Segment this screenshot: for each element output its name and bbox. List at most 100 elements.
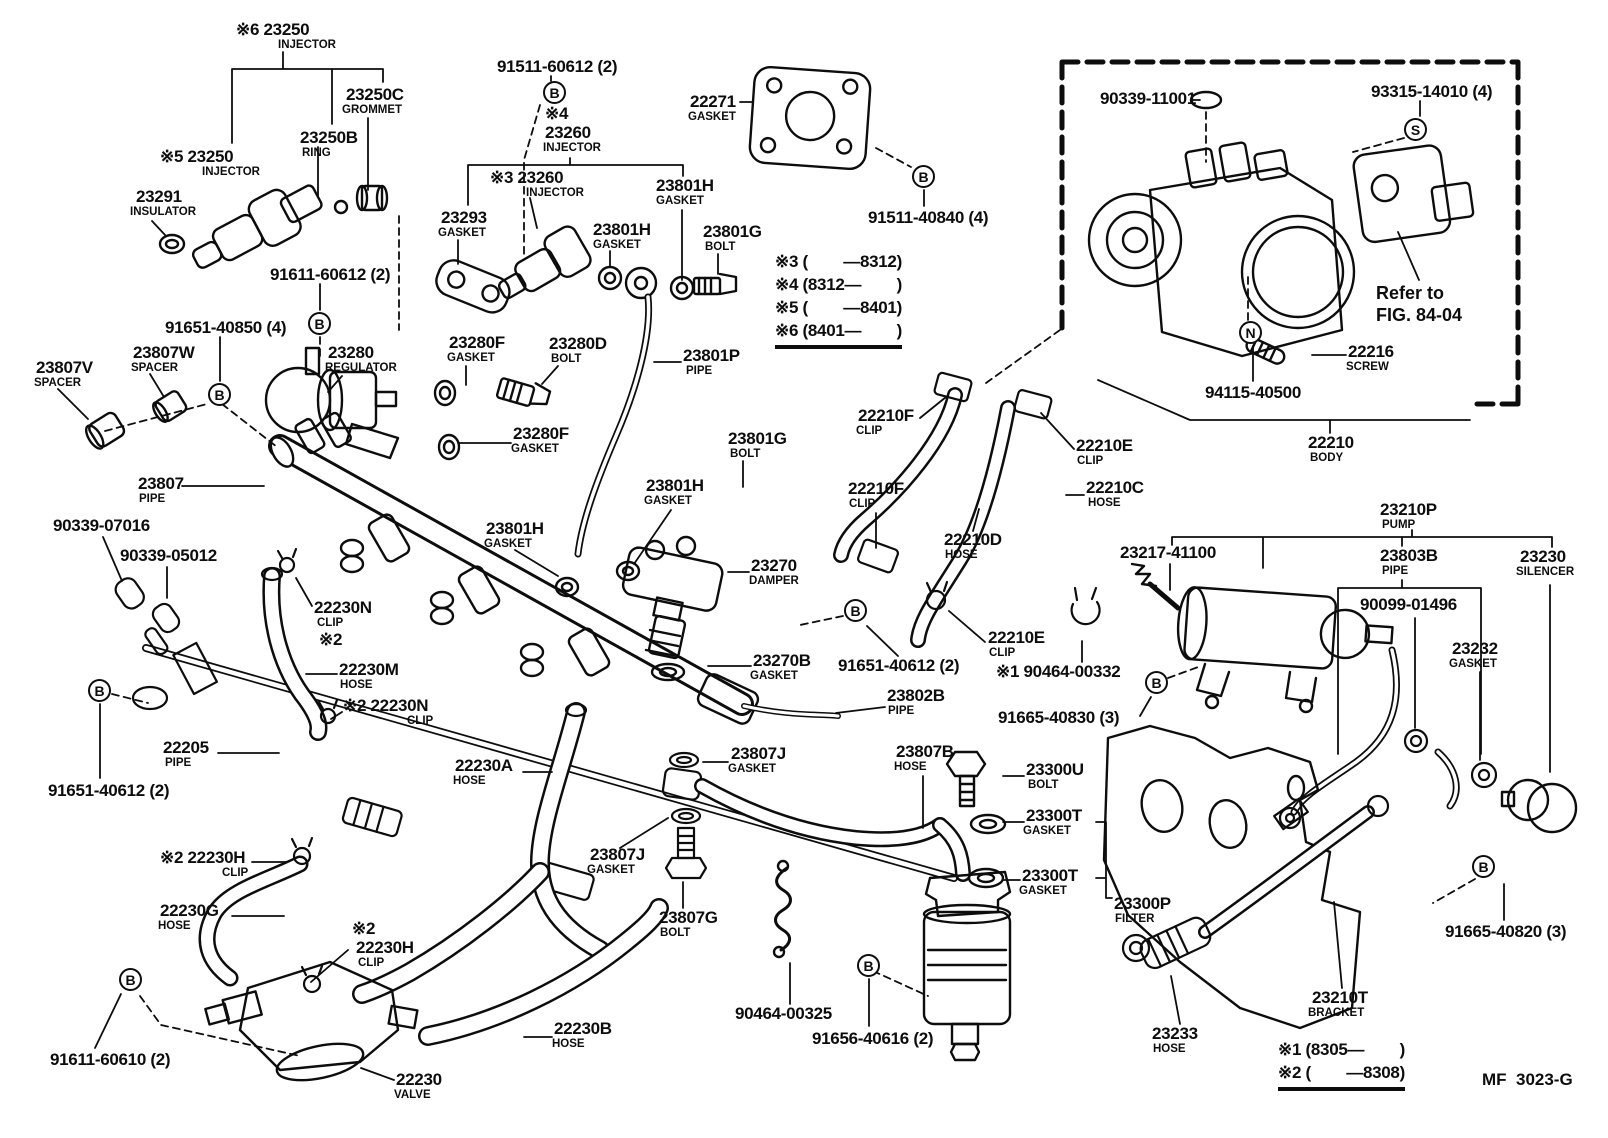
- part-number: 90339-07016: [53, 516, 150, 535]
- part-name: SPACER: [131, 362, 179, 374]
- part-number: 22230M: [339, 660, 399, 679]
- part-number: 23801G: [703, 222, 762, 241]
- gasket-22271: [748, 65, 872, 171]
- part-name: GROMMET: [342, 104, 403, 116]
- part-number: 90099-01496: [1360, 595, 1457, 614]
- callout-b-5: B: [844, 599, 867, 622]
- part-name: BOLT: [660, 927, 691, 939]
- part-number: 23807B: [896, 742, 954, 761]
- part-name: GASKET: [750, 670, 798, 682]
- part-number: 90339-05012: [120, 546, 217, 565]
- part-name: INSULATOR: [130, 206, 197, 218]
- part-label-91665-40830-3: 91665-40830 (3): [998, 708, 1120, 727]
- valve-22230: [204, 960, 419, 1082]
- part-label-90339-07016: 90339-07016: [53, 516, 150, 535]
- part-number: 23230: [1520, 547, 1566, 566]
- part-name: GASKET: [656, 195, 704, 207]
- part-number: 23803B: [1380, 546, 1438, 565]
- part-number: ※2 22230N: [343, 696, 429, 715]
- reference-note: Refer to FIG. 84-04: [1376, 283, 1463, 325]
- callout-b-7: B: [1145, 671, 1168, 694]
- part-number: 91665-40830 (3): [998, 708, 1120, 727]
- part-name: GASKET: [593, 239, 641, 251]
- injector-23260: [435, 225, 738, 314]
- clips-22210: [857, 371, 1101, 626]
- part-number: 23232: [1452, 639, 1498, 658]
- part-number: 23801H: [646, 476, 704, 495]
- part-name: RING: [302, 147, 331, 159]
- part-name: HOSE: [552, 1038, 585, 1050]
- part-number: 23807: [138, 474, 184, 493]
- part-number: 22230B: [554, 1019, 612, 1038]
- callout-s-11: S: [1404, 118, 1427, 141]
- part-number: 23807V: [36, 358, 93, 377]
- pipe-23801p: [574, 293, 653, 558]
- part-number: 22230A: [455, 756, 513, 775]
- part-number: ※5 23250: [160, 147, 234, 166]
- part-name: BOLT: [730, 448, 761, 460]
- part-number: 91665-40820 (3): [1445, 922, 1567, 941]
- part-name: INJECTOR: [278, 39, 336, 51]
- part-label-94115-40500: 94115-40500: [1205, 383, 1301, 402]
- part-name: CLIP: [1077, 455, 1104, 467]
- part-number: 91611-60612 (2): [270, 265, 391, 284]
- callout-b-2: B: [308, 312, 331, 335]
- part-number: 23807G: [659, 908, 718, 927]
- part-number: 23291: [136, 187, 182, 206]
- pipe-23802b: [741, 703, 841, 719]
- part-name: GASKET: [511, 443, 559, 455]
- part-number: ※2: [352, 919, 376, 938]
- hose-22210d: [833, 387, 963, 563]
- part-name: PIPE: [686, 365, 713, 377]
- part-name: HOSE: [1088, 497, 1121, 509]
- part-label-90339-11001: 90339-11001: [1100, 89, 1196, 108]
- part-name: BOLT: [705, 241, 736, 253]
- part-number: 22210F: [848, 479, 904, 498]
- filter-23300p: [772, 750, 1012, 1062]
- part-number: 23807W: [133, 343, 195, 362]
- hose-22210c: [910, 400, 1016, 648]
- part-number: 22210: [1308, 433, 1354, 452]
- part-name: HOSE: [453, 775, 486, 787]
- pump-23210p: [1130, 562, 1394, 714]
- part-name: HOSE: [945, 549, 978, 561]
- part-number: 94115-40500: [1205, 383, 1301, 402]
- part-name: INJECTOR: [202, 166, 260, 178]
- part-number: 22230: [396, 1070, 442, 1089]
- part-name: GASKET: [728, 763, 776, 775]
- part-label-91611-60610-2: 91611-60610 (2): [50, 1050, 171, 1069]
- hose-23233: [1121, 794, 1390, 970]
- part-number: 23300P: [1114, 894, 1171, 913]
- part-name: GASKET: [1019, 885, 1067, 897]
- callout-b-9: B: [119, 968, 142, 991]
- part-name: GASKET: [1023, 825, 1071, 837]
- dashed-box: [1059, 59, 1521, 407]
- part-number: ※2: [319, 630, 343, 649]
